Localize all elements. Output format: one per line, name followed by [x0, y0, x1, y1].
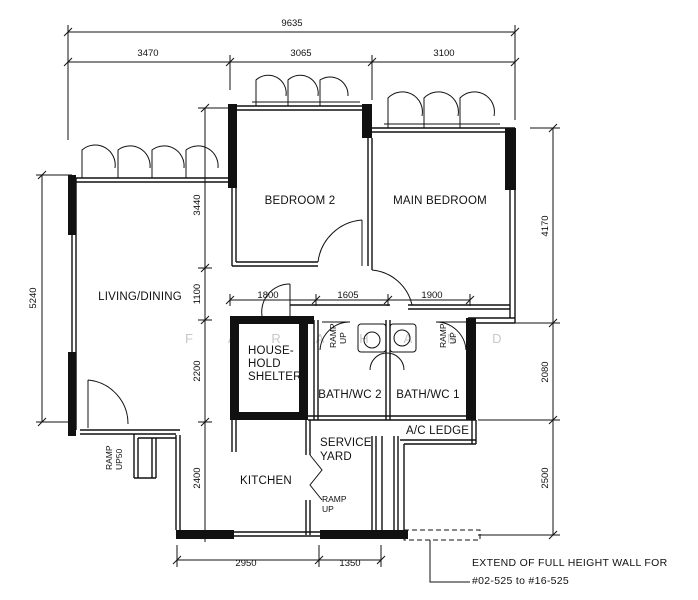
- ramp-label-bath-2-2: UP: [338, 332, 348, 344]
- room-label-shelter-3: SHELTER: [248, 371, 302, 383]
- dim-left-1: 3440: [192, 194, 203, 215]
- dim-bottom-1: 2950: [235, 558, 256, 569]
- note-line-2: #02-525 to #16-525: [472, 575, 569, 587]
- dim-right-1: 4170: [540, 215, 551, 236]
- dim-bottom-2: 1350: [339, 558, 360, 569]
- room-label-bath-wc-2: BATH/WC 2: [318, 389, 382, 401]
- dim-left-overall: 5240: [28, 287, 39, 308]
- dim-top-2: 3065: [290, 48, 311, 59]
- walls: [68, 104, 516, 539]
- room-label-service-yard-1: SERVICE: [320, 437, 372, 449]
- ramp-label-entrance-1: RAMP: [104, 445, 114, 470]
- dim-right-2: 2080: [540, 361, 551, 382]
- dim-inner-1: 1800: [257, 290, 278, 301]
- room-label-bath-wc-1: BATH/WC 1: [396, 389, 460, 401]
- watermark: F A R A H A N D: [185, 331, 518, 346]
- room-label-shelter-2: HOLD: [248, 358, 281, 370]
- room-label-kitchen: KITCHEN: [240, 475, 292, 487]
- ramp-label-entrance-2: UP50: [114, 448, 124, 470]
- room-label-ac-ledge: A/C LEDGE: [406, 425, 469, 437]
- room-label-bedroom-2: BEDROOM 2: [265, 195, 336, 207]
- doors: [87, 219, 467, 501]
- dim-left-4: 2400: [192, 467, 203, 488]
- note-leader: [429, 540, 470, 583]
- dimension-lines: [36, 25, 560, 567]
- windows: [81, 74, 500, 178]
- dim-left-2: 1100: [192, 284, 203, 304]
- dim-top-1: 3470: [137, 48, 158, 59]
- dim-inner-2: 1605: [337, 290, 358, 301]
- room-label-service-yard-2: YARD: [320, 451, 352, 463]
- room-label-shelter-1: HOUSE-: [248, 345, 294, 357]
- note-line-1: EXTEND OF FULL HEIGHT WALL FOR: [472, 557, 668, 569]
- dim-top-3: 3100: [433, 48, 454, 59]
- ramp-label-kitchen-1: RAMP: [322, 494, 347, 504]
- ramp-label-kitchen-2: UP: [322, 504, 334, 514]
- dim-inner-3: 1900: [421, 290, 442, 301]
- sanitary-fixtures: [357, 323, 417, 371]
- room-label-main-bedroom: MAIN BEDROOM: [393, 195, 487, 207]
- dim-left-3: 2200: [192, 360, 203, 381]
- dim-right-3: 2500: [540, 467, 551, 488]
- room-label-living-dining: LIVING/DINING: [98, 291, 182, 303]
- full-height-wall-extension: [403, 529, 481, 541]
- ramp-label-bath-1-1: RAMP: [438, 323, 448, 348]
- ramp-label-bath-2-1: RAMP: [328, 323, 338, 348]
- ramp-label-bath-1-2: UP: [448, 332, 458, 344]
- dim-overall-width: 9635: [281, 18, 302, 29]
